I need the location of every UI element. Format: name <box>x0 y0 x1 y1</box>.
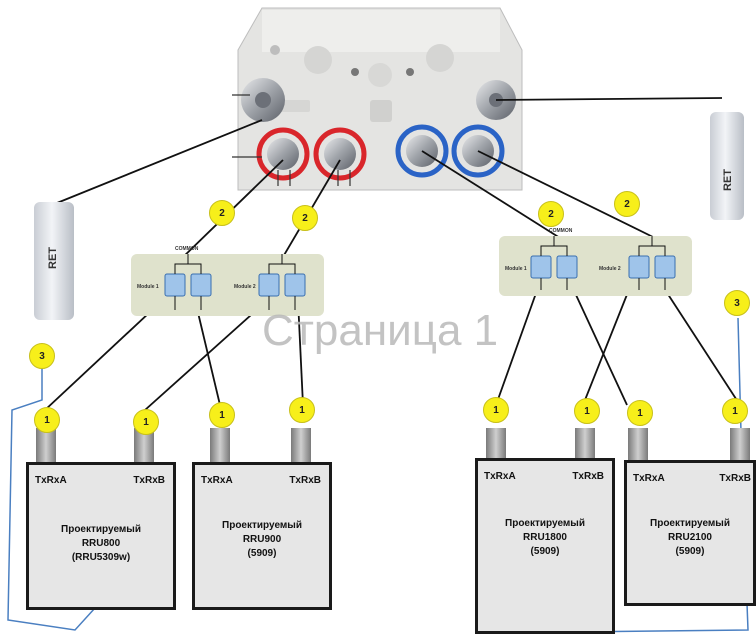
badge-1: 1 <box>34 407 60 433</box>
badge-3: 3 <box>29 343 55 369</box>
module-1-label: Module 1 <box>505 266 527 272</box>
rru-line3: (RRU5309w) <box>71 552 131 563</box>
port-a-label: TxRxA <box>633 473 665 484</box>
badge-1: 1 <box>133 409 159 435</box>
rru-line3: (5909) <box>675 546 705 557</box>
module-2-label: Module 2 <box>234 284 256 290</box>
combiner-2: COMMON Module 1 Module 2 <box>499 228 692 296</box>
badge-2: 2 <box>614 191 640 217</box>
combiner-1: COMMON Module 1 Module 2 <box>131 246 324 316</box>
port-a-label: TxRxA <box>201 475 233 486</box>
badge-2: 2 <box>209 200 235 226</box>
rru-800: TxRxA TxRxB Проектируемый RRU800 (RRU530… <box>26 462 176 610</box>
rru-line2: RRU800 <box>81 538 121 549</box>
badge-1: 1 <box>627 400 653 426</box>
red-port-2 <box>313 127 367 181</box>
ret-label: RET <box>722 169 734 191</box>
port-b-label: TxRxB <box>719 473 751 484</box>
badge-2: 2 <box>538 201 564 227</box>
rru-line3: (5909) <box>530 546 560 557</box>
ret-body <box>710 112 744 220</box>
filter-blocks <box>164 254 306 310</box>
red-port-1 <box>256 127 310 181</box>
port-ticks <box>232 94 351 186</box>
port-b-label: TxRxB <box>133 475 165 486</box>
rru-connectors <box>36 428 750 462</box>
rru-line2: RRU900 <box>242 534 282 545</box>
ret-unit-left: RET <box>30 196 78 330</box>
common-label: COMMON <box>175 246 199 252</box>
filter-blocks <box>530 236 676 290</box>
badge-1: 1 <box>289 397 315 423</box>
antenna-plate <box>237 7 523 191</box>
port-b-label: TxRxB <box>289 475 321 486</box>
rf-cables <box>44 97 741 411</box>
badge-3: 3 <box>724 290 750 316</box>
rru-2100: TxRxA TxRxB Проектируемый RRU2100 (5909) <box>624 460 756 606</box>
common-label: COMMON <box>549 228 573 234</box>
badge-1: 1 <box>574 398 600 424</box>
rru-line1: Проектируемый <box>650 518 730 529</box>
port-a-label: TxRxA <box>35 475 67 486</box>
ret-unit-right: RET <box>708 108 748 226</box>
port-a-label: TxRxA <box>484 471 516 482</box>
ret-label: RET <box>47 247 59 269</box>
rru-line1: Проектируемый <box>505 518 585 529</box>
page-watermark: Страница 1 <box>262 306 499 355</box>
badge-2: 2 <box>292 205 318 231</box>
ret-body <box>34 202 74 320</box>
rru-line3: (5909) <box>247 548 277 559</box>
rru-line2: RRU1800 <box>523 532 567 543</box>
rru-1800: TxRxA TxRxB Проектируемый RRU1800 (5909) <box>475 458 615 634</box>
rru-line1: Проектируемый <box>61 524 141 535</box>
module-1-label: Module 1 <box>137 284 159 290</box>
port-b-label: TxRxB <box>572 471 604 482</box>
rru-line2: RRU2100 <box>668 532 712 543</box>
badge-1: 1 <box>722 398 748 424</box>
badge-1: 1 <box>209 402 235 428</box>
badge-1: 1 <box>483 397 509 423</box>
rru-line1: Проектируемый <box>222 520 302 531</box>
tr-knob-left <box>241 78 285 122</box>
rru-900: TxRxA TxRxB Проектируемый RRU900 (5909) <box>192 462 332 610</box>
module-2-label: Module 2 <box>599 266 621 272</box>
